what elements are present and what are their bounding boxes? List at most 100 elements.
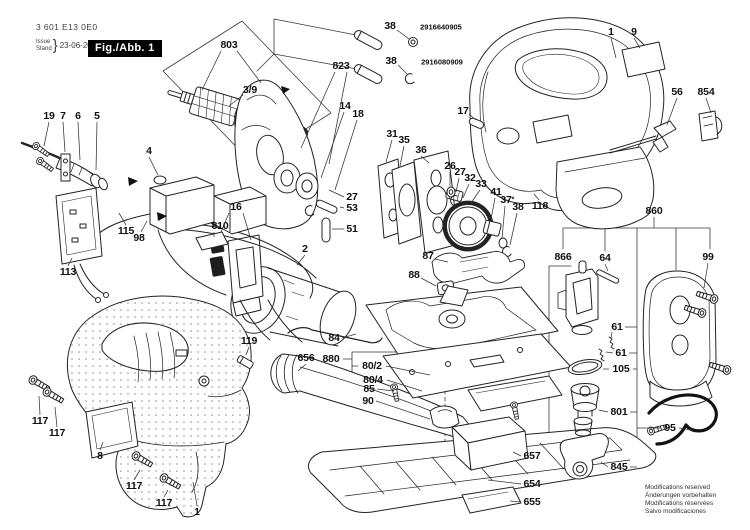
pin-alignment-lines [256, 18, 358, 72]
carbon-brush [209, 256, 226, 277]
part-label-64: 64 [599, 252, 611, 264]
notice-line: Modifications réservées [645, 500, 714, 507]
part-label-53: 53 [346, 202, 358, 214]
part-854 [698, 110, 719, 142]
marker-arrow-icon [157, 212, 167, 221]
part-label-26: 26 [444, 160, 456, 172]
part-label-9: 9 [631, 26, 637, 38]
part-label-98: 98 [133, 232, 145, 244]
slide-90 [429, 405, 460, 429]
part-label-105: 105 [612, 363, 630, 375]
marker-arrow-icon [281, 86, 290, 94]
part-label-14: 14 [339, 100, 351, 112]
part-label-19: 19 [43, 110, 55, 122]
brush-holder-drawing [208, 233, 264, 317]
part-label-854: 854 [697, 86, 715, 98]
issue-row: Issue Stand } 23-06-20 [36, 37, 97, 54]
part-label-18: 18 [352, 108, 364, 120]
gear-cover-drawing [642, 270, 717, 407]
pot-801 [570, 383, 600, 418]
part-label-84: 84 [328, 332, 340, 344]
part-label-17: 17 [457, 105, 469, 117]
part-label-117: 117 [155, 497, 173, 509]
overshoe-655 [461, 486, 522, 514]
issue-date: 23-06-20 [59, 41, 92, 50]
part-label-118: 118 [531, 200, 549, 212]
brace-glyph: } [52, 37, 58, 54]
housing-shell-right-drawing [468, 17, 723, 230]
part-label-117: 117 [48, 427, 66, 439]
bracket-860 [562, 227, 711, 468]
part-label-51: 51 [346, 223, 358, 235]
marker-arrow-icon [128, 177, 138, 186]
roller-845 [559, 433, 609, 480]
notice-line: Salvo modificaciones [645, 508, 707, 515]
part-label-5: 5 [94, 110, 100, 122]
part-label-27: 27 [454, 166, 466, 178]
part-label-803: 803 [220, 39, 238, 51]
figure-label: Fig./Abb. 1 [88, 40, 162, 57]
cable-95 [647, 393, 718, 446]
part-label-880: 880 [322, 353, 340, 365]
part-label-32: 32 [464, 172, 476, 184]
part-label-*: * [511, 194, 515, 204]
part-label-56: 56 [671, 86, 683, 98]
part-label-38: 38 [385, 55, 397, 67]
part-label-860: 860 [645, 205, 663, 217]
part-label-115: 115 [117, 225, 135, 237]
part-label-1: 1 [194, 506, 200, 518]
insert-8 [85, 401, 139, 459]
nameplate-9 [621, 41, 666, 78]
part-label-36: 36 [415, 144, 427, 156]
part-label-95: 95 [664, 422, 676, 434]
part-label-90: 90 [362, 395, 374, 407]
switch-assembly-drawing [91, 175, 317, 343]
part-label-85: 85 [363, 383, 375, 395]
part-label-99: 99 [702, 251, 714, 263]
type-number: 3 601 E13 0E0 [36, 22, 98, 32]
part-label-6: 6 [75, 110, 81, 122]
part-label-801: 801 [610, 406, 628, 418]
bearing-parts-drawing [273, 162, 338, 243]
rod-84 [287, 327, 383, 344]
armature-box [162, 20, 332, 164]
part-label-38: 38 [384, 20, 396, 32]
part-label-38: 38 [512, 201, 524, 213]
part-label-88: 88 [408, 269, 420, 281]
notice-line: Modifications reserved [645, 484, 711, 491]
part-label-2916080909: 2916080909 [421, 57, 463, 67]
part-label-866: 866 [554, 251, 572, 263]
lever-56 [652, 120, 677, 153]
part-label-117: 117 [31, 415, 49, 427]
part-label-845: 845 [610, 461, 628, 473]
part-label-655: 655 [523, 496, 541, 508]
power-cord-drawing [20, 140, 108, 191]
part-label-61: 61 [615, 347, 627, 359]
part-label-31: 31 [386, 128, 398, 140]
plunger-group-drawing [557, 260, 733, 480]
gear-train-drawing [377, 150, 512, 258]
part-label-33: 33 [475, 178, 487, 190]
part-label-37: 37 [500, 194, 512, 206]
leader-lines [38, 29, 712, 507]
part-label-8: 8 [97, 450, 103, 462]
housing-cover-left-drawing [27, 295, 254, 518]
part-label-823: 823 [332, 60, 350, 72]
electronics-module-drawing [55, 187, 109, 303]
issue-label: Issue [36, 39, 51, 45]
part-label-657: 657 [523, 450, 541, 462]
pin-119 [236, 355, 254, 369]
part-label-810: 810 [211, 220, 229, 232]
modifications-notice: Modifications reserved Änderungen vorbeh… [645, 484, 716, 516]
part-label-35: 35 [398, 134, 410, 146]
part-label-80-2: 80/2 [362, 360, 382, 372]
seal-105 [567, 359, 603, 375]
part-label-1: 1 [608, 26, 614, 38]
part-label-2: 2 [302, 243, 308, 255]
part-label-41: 41 [490, 186, 502, 198]
part-label-113: 113 [59, 266, 77, 278]
part-label-2916640905: 2916640905 [420, 22, 462, 32]
spring-61 [598, 336, 615, 362]
part-label-61: 61 [611, 321, 623, 333]
